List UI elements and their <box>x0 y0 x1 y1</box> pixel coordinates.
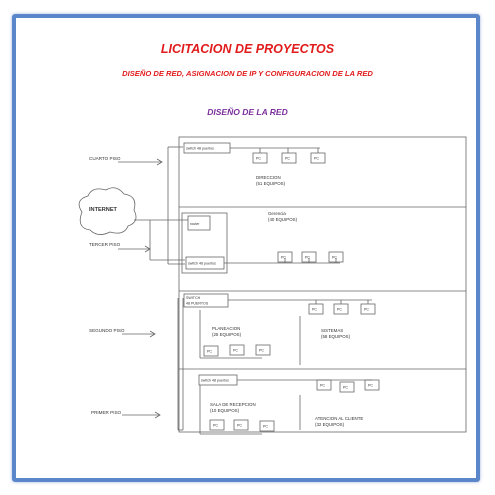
pc-icon <box>277 251 293 263</box>
router-box <box>187 215 211 231</box>
label-area: PLANEACION <box>212 326 240 331</box>
label-pc: PC <box>343 386 348 390</box>
label-area-count: (32 EQUIPOS) <box>315 422 345 427</box>
label-switch: switch 48 puertos <box>186 147 214 151</box>
pc-icon <box>209 419 225 431</box>
label-area: SISTEMAS <box>321 328 343 333</box>
pc-icon <box>233 419 249 431</box>
pc-icon <box>360 303 376 315</box>
page-title: LICITACION DE PROYECTOS <box>160 42 335 56</box>
label-pc: PC <box>213 424 218 428</box>
label-pc: PC <box>281 256 286 260</box>
label-pc: PC <box>305 256 310 260</box>
building-outline <box>178 136 467 433</box>
pc-icon <box>255 344 271 356</box>
label-pc: PC <box>312 308 317 312</box>
label-switch: 48 PUERTOS <box>186 302 209 306</box>
router-cabinet <box>181 212 228 274</box>
pc-icon <box>328 251 344 263</box>
pc-icon <box>308 303 324 315</box>
label-tercer-piso: TERCER PISO <box>89 242 121 247</box>
label-pc: PC <box>368 384 373 388</box>
label-pc: PC <box>337 308 342 312</box>
pc-icon <box>281 152 297 164</box>
pc-icon <box>301 251 317 263</box>
label-cuarto-piso: CUARTO PISO <box>89 156 121 161</box>
pc-icon <box>259 420 275 432</box>
label-area-count: (58 EQUIPOS) <box>321 334 351 339</box>
label-router: router <box>190 222 200 226</box>
label-area-count: (51 EQUIPOS) <box>256 181 286 186</box>
label-switch: SWITCH <box>186 296 201 300</box>
label-pc: PC <box>259 349 264 353</box>
pc-icon <box>203 345 219 357</box>
label-pc: PC <box>364 308 369 312</box>
label-switch: switch 48 puertos <box>188 262 216 266</box>
label-internet: INTERNET <box>89 207 118 213</box>
label-area-count: (25 EQUIPOS) <box>212 332 242 337</box>
pc-icon <box>364 379 380 391</box>
label-area-count: (40 EQUIPOS) <box>268 217 298 222</box>
section-title: DISEÑO DE LA RED <box>207 107 288 117</box>
label-area: ATENCION AL CLIENTE <box>315 416 363 421</box>
label-pc: PC <box>256 157 261 161</box>
pc-icon <box>252 152 268 164</box>
label-area: SALA DE RECEPCION <box>210 402 256 407</box>
pc-icon <box>310 152 326 164</box>
page-border <box>12 14 480 482</box>
label-pc: PC <box>285 157 290 161</box>
label-switch: switch 48 puertos <box>201 379 229 383</box>
label-area-count: (10 EQUIPOS) <box>210 408 240 413</box>
internet-cloud-icon <box>78 187 137 235</box>
label-pc: PC <box>207 350 212 354</box>
pc-icon <box>229 344 245 356</box>
pc-icon <box>339 381 355 393</box>
label-primer-piso: PRIMER PISO <box>91 410 122 415</box>
label-segundo-piso: SEGUNDO PISO <box>89 328 125 333</box>
label-pc: PC <box>332 256 337 260</box>
label-area: Gerencia <box>268 211 286 216</box>
page-subtitle: DISEÑO DE RED, ASIGNACION DE IP Y CONFIG… <box>122 69 373 78</box>
pc-icon <box>316 379 332 391</box>
label-pc: PC <box>263 425 268 429</box>
label-pc: PC <box>320 384 325 388</box>
label-pc: PC <box>233 349 238 353</box>
label-area: DIRECCION <box>256 175 281 180</box>
switch-segundo <box>183 293 229 308</box>
label-pc: PC <box>314 157 319 161</box>
label-pc: PC <box>237 424 242 428</box>
pc-icon <box>333 303 349 315</box>
